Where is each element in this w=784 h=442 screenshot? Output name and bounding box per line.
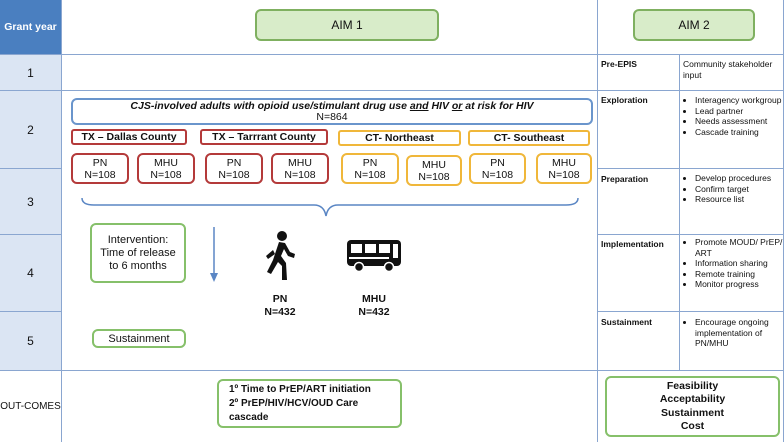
grid-line — [597, 311, 784, 312]
bus-icon — [347, 240, 401, 273]
phase-pre-epis: Pre-EPIS — [601, 59, 637, 69]
sustainment-box: Sustainment — [92, 329, 186, 348]
mhu-total: MHU N=432 — [358, 293, 390, 318]
intervention-box: Intervention: Time of release to 6 month… — [90, 223, 186, 283]
grid-line — [597, 0, 598, 442]
phase-implementation: Implementation — [601, 239, 664, 249]
primary-outcome: 1º Time to PrEP/ART initiation — [229, 383, 371, 395]
grid-line — [61, 0, 62, 442]
phase-pre-epis-desc: Community stakeholder input — [683, 59, 773, 80]
population-box: CJS-involved adults with opioid use/stim… — [71, 98, 593, 125]
year-1-cell: 1 — [0, 55, 61, 90]
population-description: CJS-involved adults with opioid use/stim… — [130, 100, 534, 112]
grid-line — [0, 311, 61, 312]
phase-preparation: Preparation — [601, 174, 649, 184]
grid-line — [0, 370, 784, 371]
phase-exploration: Exploration — [601, 95, 648, 105]
site-ct-northeast: CT- Northeast — [338, 130, 461, 146]
phase-preparation-list: Develop procedures Confirm target Resour… — [683, 173, 783, 205]
site-tarrant: TX – Tarrrant County — [200, 129, 328, 145]
phase-exploration-list: Interagency workgroup Lead partner Needs… — [683, 95, 783, 137]
grid-line — [0, 168, 61, 169]
grid-line — [0, 234, 61, 235]
aim1-header: AIM 1 — [255, 9, 439, 41]
outcomes-label: OUT-COMES — [0, 400, 61, 412]
pn-total: PN N=432 — [264, 293, 296, 318]
grid-line — [0, 54, 784, 55]
phase-implementation-list: Promote MOUD/ PrEP/ ART Information shar… — [683, 237, 783, 290]
population-n: N=864 — [316, 111, 348, 123]
year-2-cell: 2 — [0, 91, 61, 168]
site-ct-southeast: CT- Southeast — [468, 130, 590, 146]
phase-sustainment: Sustainment — [601, 317, 653, 327]
phase-sustainment-list: Encourage ongoing implementation of PN/M… — [683, 317, 783, 349]
year-5-cell: 5 — [0, 312, 61, 370]
time-arrow — [210, 227, 218, 282]
grid-line — [679, 54, 680, 370]
year-4-cell: 4 — [0, 235, 61, 311]
aim2-header: AIM 2 — [633, 9, 755, 41]
grouping-brace — [81, 197, 579, 217]
grid-line — [597, 168, 784, 169]
site-dallas: TX – Dallas County — [71, 129, 187, 145]
grid-line — [0, 90, 784, 91]
year-3-cell: 3 — [0, 169, 61, 234]
aim1-outcomes-box: 1º Time to PrEP/ART initiation 2º PrEP/H… — [217, 379, 402, 428]
grid-line — [597, 234, 784, 235]
aim2-outcomes-box: Feasibility Acceptability Sustainment Co… — [605, 376, 780, 437]
grant-year-header: Grant year — [0, 0, 61, 54]
walking-person-icon — [266, 231, 295, 280]
secondary-outcome: 2º PrEP/HIV/HCV/OUD Care cascade — [229, 397, 359, 423]
